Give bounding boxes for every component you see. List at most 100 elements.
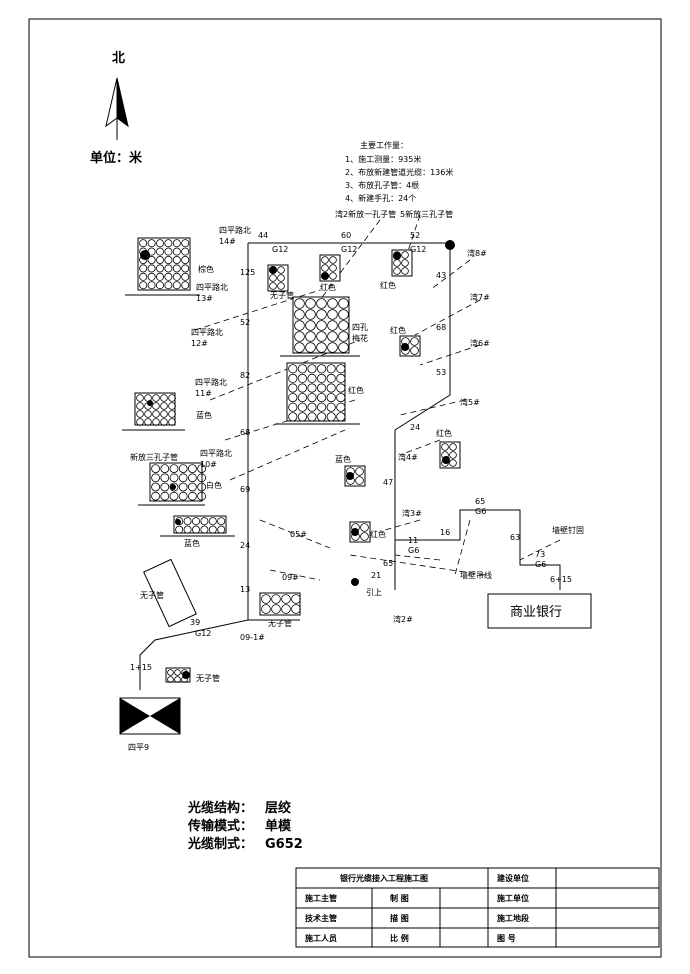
- duct-circle: [316, 402, 327, 412]
- duct-circle: [164, 255, 173, 264]
- duct-circle: [155, 247, 164, 256]
- build-unit-label: 建设单位: [496, 873, 529, 883]
- duct-circle: [168, 394, 176, 402]
- duct-circle: [164, 281, 173, 290]
- duct-circle: [187, 482, 197, 492]
- duct-circle: [401, 337, 410, 346]
- duct-circle: [151, 473, 161, 483]
- cable-type: G12: [272, 245, 288, 254]
- duct-circle: [307, 373, 317, 383]
- duct-label: 无子管: [268, 618, 292, 628]
- duct-circle: [178, 473, 188, 483]
- duct-circle: [197, 473, 207, 483]
- segment-length: 125: [240, 268, 255, 277]
- duct-circle: [164, 239, 173, 248]
- work-notes: 主要工作量： 1、施工测量：935米 2、布放新建管道光缆：136米 3、布放孔…: [345, 140, 453, 203]
- duct-circle: [181, 239, 190, 248]
- duct-circle: [183, 517, 192, 526]
- duct-circle: [316, 364, 327, 374]
- start-building-label: 四平9: [128, 743, 149, 752]
- duct-circle: [297, 402, 307, 412]
- project-title: 银行光缆接入工程施工图: [339, 873, 428, 883]
- duct-circle: [305, 320, 316, 331]
- duct-circle: [351, 532, 360, 541]
- duct-circle: [329, 256, 337, 264]
- duct-circle: [297, 364, 307, 374]
- duct-circle: [281, 594, 291, 604]
- duct-circle: [136, 410, 144, 418]
- duct-circle: [160, 402, 168, 410]
- duct-circle: [307, 412, 317, 422]
- tech-label: 技术主管: [305, 913, 337, 923]
- duct-circle: [336, 373, 346, 383]
- duct-circle: [151, 482, 161, 492]
- duct-circle: [217, 517, 226, 526]
- duct-circle: [316, 373, 327, 383]
- duct-circle: [183, 525, 192, 534]
- duct-circle: [281, 604, 291, 614]
- duct-circle: [307, 364, 317, 374]
- duct-circle: [178, 482, 188, 492]
- well-label: 湾3#: [402, 508, 422, 518]
- contractor-label: 施工单位: [497, 893, 529, 903]
- duct-circle: [338, 320, 349, 331]
- duct-circle: [288, 373, 298, 383]
- duct-circle: [144, 402, 152, 410]
- duct-circle: [208, 525, 217, 534]
- duct-circle: [269, 274, 277, 282]
- duct-circle: [167, 669, 174, 676]
- duct-circle: [307, 392, 317, 403]
- duct-circle: [294, 298, 305, 309]
- duct-circle: [327, 309, 338, 320]
- segment-length: 82: [240, 371, 250, 380]
- segment-length: 43: [436, 271, 446, 280]
- duct-circle: [172, 247, 181, 256]
- duct-circle: [271, 594, 281, 604]
- notes-line: 3、布放孔子管：4根: [345, 180, 419, 190]
- duct-circle: [155, 239, 164, 248]
- segment-length: 52: [240, 318, 250, 327]
- duct-circle: [321, 272, 329, 280]
- well-label: 湾7#: [470, 292, 490, 302]
- duct-circle: [277, 282, 285, 290]
- duct-circle: [326, 392, 336, 403]
- duct-circle: [144, 418, 152, 426]
- duct-circle: [321, 264, 329, 272]
- duct-circle: [297, 412, 307, 422]
- duct-cluster-13: [125, 237, 200, 296]
- legend-standard-label: 光缆制式：: [187, 836, 253, 852]
- duct-circle: [136, 418, 144, 426]
- duct-circle: [393, 259, 401, 267]
- duct-circle: [360, 532, 369, 541]
- duct-circle: [294, 342, 305, 353]
- duct-circle: [316, 392, 327, 403]
- segment-length: 65: [383, 559, 393, 568]
- duct-circle: [316, 331, 327, 342]
- duct-circle: [147, 247, 156, 256]
- duct-circle: [167, 676, 174, 683]
- duct-circle: [151, 491, 161, 501]
- duct-cluster-09: [259, 592, 301, 616]
- duct-circle: [144, 410, 152, 418]
- duct-circle: [181, 272, 190, 281]
- legend-standard-value: G652: [265, 837, 303, 852]
- duct-label: 蓝色: [335, 454, 351, 464]
- segment-length: 1+15: [130, 663, 152, 672]
- segment-length: 44: [258, 231, 268, 240]
- duct-circle: [393, 267, 401, 275]
- duct-circle: [316, 383, 327, 393]
- duct-circle: [200, 517, 209, 526]
- duct-label: 红色: [320, 282, 336, 292]
- well-label: 09#: [282, 573, 299, 582]
- duct-circle: [316, 342, 327, 353]
- segment-length: 47: [383, 478, 393, 487]
- well-label: 湾2#: [393, 614, 413, 624]
- cable-type: G12: [195, 629, 211, 638]
- duct-label: 红色: [370, 529, 386, 539]
- duct-circle: [152, 418, 160, 426]
- duct-circle: [160, 410, 168, 418]
- duct-circle: [172, 264, 181, 273]
- duct-label: 红色: [390, 325, 406, 335]
